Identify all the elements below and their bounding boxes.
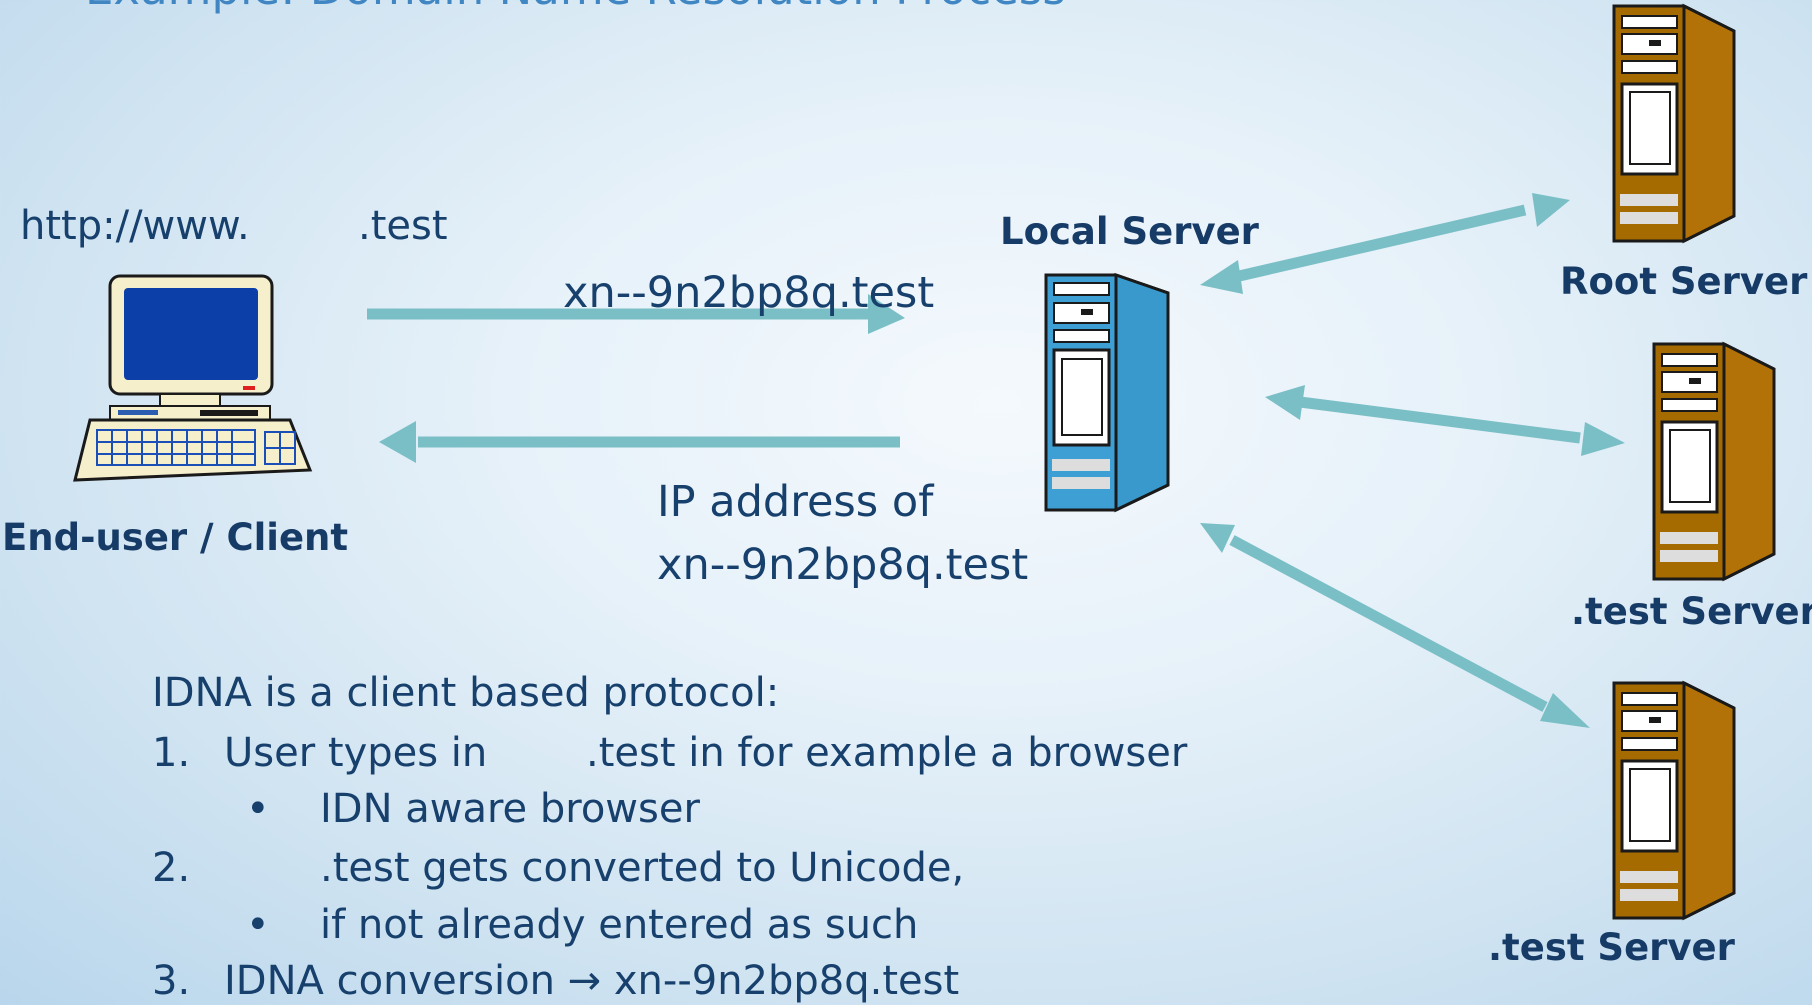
response-line-2: xn--9n2bp8q.test (657, 540, 1029, 590)
server-tower-icon (1652, 342, 1776, 581)
list-item-lead: User types in (224, 730, 488, 776)
response-line-1: IP address of (657, 477, 934, 527)
request-arrow (367, 294, 905, 334)
server-tower-icon (1612, 681, 1736, 920)
root-server-label: Root Server (1560, 260, 1808, 303)
list-number: 1. (152, 730, 191, 776)
local-server-label: Local Server (1000, 210, 1259, 253)
client-label: End-user / Client (2, 516, 349, 559)
url-suffix: .test (358, 203, 448, 249)
list-item: .test in for example a browser (586, 730, 1188, 776)
server-tower-icon (1044, 272, 1170, 513)
test-query-arrow-1 (1265, 385, 1625, 456)
list-item: .test gets converted to Unicode, (320, 845, 965, 891)
test-query-arrow-2 (1200, 523, 1590, 728)
list-item: IDN aware browser (320, 786, 700, 832)
url-prefix: http://www. (20, 203, 250, 249)
list-number: 3. (152, 958, 191, 1004)
server-tower-icon (1612, 4, 1736, 243)
list-bullet: • (246, 786, 270, 832)
root-query-arrow (1200, 193, 1570, 294)
list-bullet: • (246, 902, 270, 948)
desktop-computer-icon (73, 274, 313, 482)
test-server-label-1: .test Server (1571, 590, 1812, 633)
notes-heading: IDNA is a client based protocol: (152, 670, 780, 716)
response-arrow (379, 421, 900, 463)
page-title: Example: Domain Name Resolution Process (85, 0, 1066, 15)
list-number: 2. (152, 845, 191, 891)
list-item: if not already entered as such (320, 902, 919, 948)
list-item: IDNA conversion → xn--9n2bp8q.test (224, 958, 960, 1004)
test-server-label-2: .test Server (1488, 926, 1735, 969)
request-label: xn--9n2bp8q.test (563, 268, 935, 318)
